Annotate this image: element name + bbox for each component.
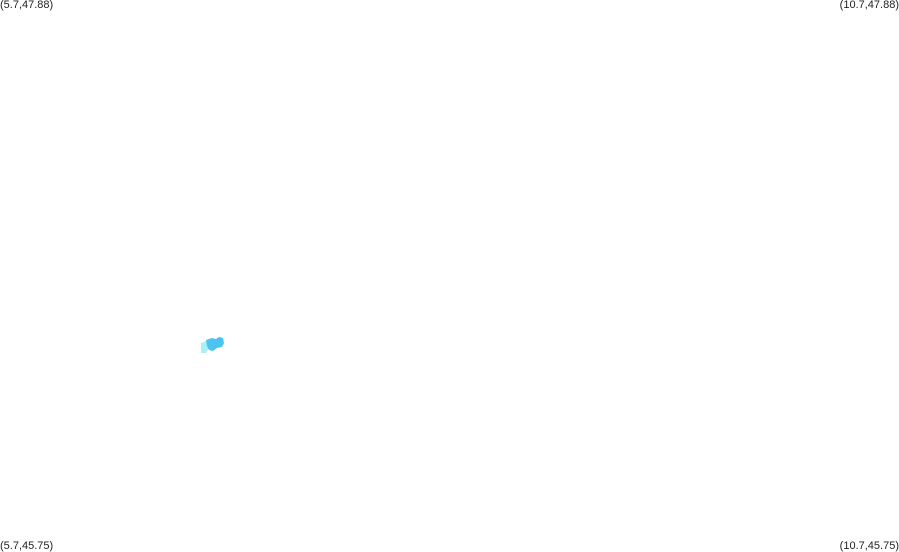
corner-coordinate-top-left: (5.7,47.88) [0, 0, 54, 11]
corner-coordinate-bottom-right: (10.7,45.75) [839, 540, 899, 552]
water-features [201, 337, 224, 353]
corner-coordinate-top-right: (10.7,47.88) [839, 0, 899, 11]
corner-coordinate-bottom-left: (5.7,45.75) [0, 540, 54, 552]
lake-main [206, 337, 224, 351]
